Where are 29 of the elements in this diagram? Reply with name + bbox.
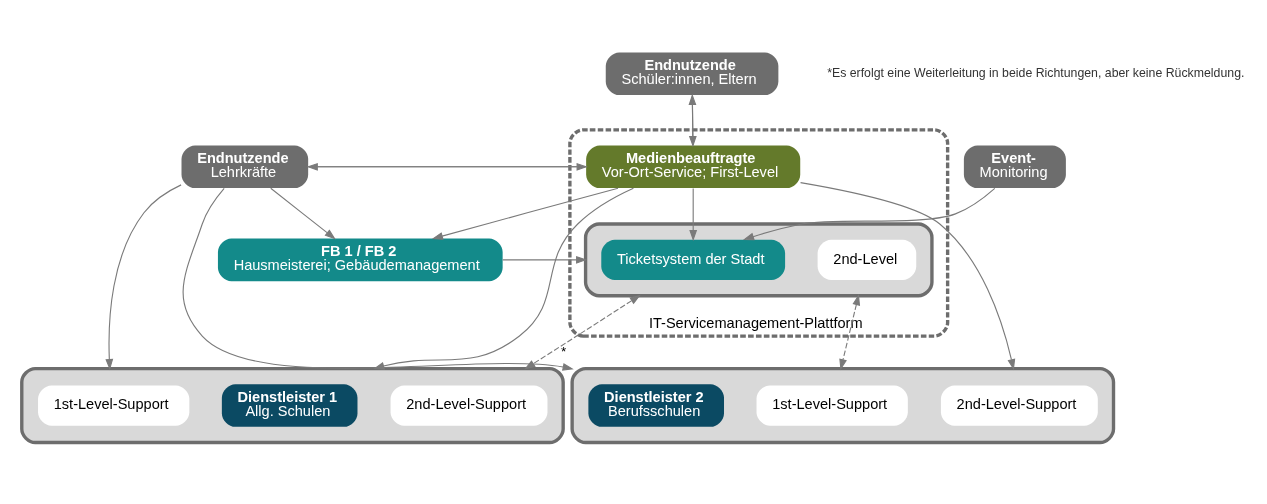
arrow	[105, 184, 182, 371]
arrow	[689, 188, 698, 242]
node-box: Event- Monitoring	[963, 145, 1066, 189]
node-box: 1st-Level-Support	[756, 385, 908, 426]
arrow	[800, 182, 1016, 371]
node-box: 2nd-Level-Support	[940, 385, 1098, 426]
node-box: Dienstleister 2 Berufsschulen	[588, 384, 724, 427]
cluster	[583, 222, 934, 298]
node-box: FB 1 / FB 2 Hausmeisterei; Gebäudemanagement	[217, 238, 503, 282]
arrow	[742, 187, 996, 241]
cluster	[20, 366, 565, 445]
node-box: 2nd-Level-Support	[390, 385, 548, 426]
node-box: Endnutzende Schüler:innen, Eltern	[605, 52, 779, 96]
node-box: 1st-Level-Support	[38, 385, 190, 426]
label: *Es erfolgt eine Weiterleitung in beide Richtungen, aber keine Rückmeldung.	[827, 65, 1245, 80]
edge-label: *	[560, 343, 567, 359]
arrow	[524, 294, 641, 370]
arrow	[270, 187, 336, 240]
node-box: Ticketsystem der Stadt	[601, 239, 786, 280]
cluster	[570, 366, 1116, 445]
node-box: Endnutzende Lehrkräfte	[181, 145, 309, 189]
node-box: Medienbeauftragte Vor-Ort-Service; First-Level	[586, 145, 801, 189]
arrow	[502, 255, 588, 264]
arrow	[431, 187, 619, 240]
arrow	[373, 187, 634, 370]
node-box: 2nd-Level	[817, 239, 917, 280]
arrow	[182, 187, 574, 371]
arrow	[839, 294, 861, 371]
node-box: Dienstleister 1 Allg. Schulen	[221, 384, 358, 427]
